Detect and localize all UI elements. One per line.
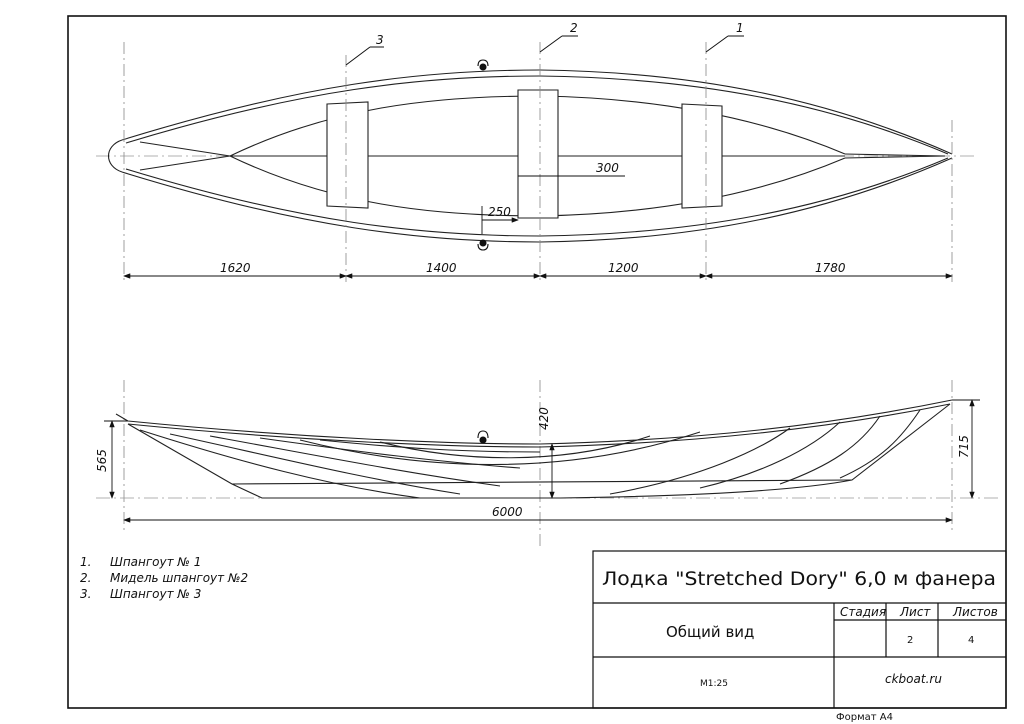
scale-label: М1:25 xyxy=(700,679,728,689)
legend-text: Мидель шпангоут №2 xyxy=(110,571,248,585)
sheets-value: 4 xyxy=(968,635,974,646)
format-label: Формат А4 xyxy=(836,712,893,723)
legend-text: Шпангоут № 1 xyxy=(110,555,201,569)
legend: 1. Шпангоут № 1 2. Мидель шпангоут №2 3.… xyxy=(80,555,248,601)
sheet-value: 2 xyxy=(907,635,913,646)
dim-420: 420 xyxy=(537,407,551,430)
section-markers xyxy=(345,35,744,66)
dim-565: 565 xyxy=(95,449,109,472)
dim-6000: 6000 xyxy=(492,505,523,519)
plan-view xyxy=(96,59,975,251)
oarlock-icon xyxy=(477,59,489,71)
col-sheet: Лист xyxy=(899,605,931,619)
legend-num: 1. xyxy=(80,555,91,569)
legend-num: 2. xyxy=(80,571,91,585)
dim-1780: 1780 xyxy=(815,261,846,275)
section-marker-2: 2 xyxy=(570,21,578,35)
dim-300: 300 xyxy=(596,161,619,175)
title-block xyxy=(592,550,1007,709)
plan-dimension-lines xyxy=(123,175,953,279)
section-marker-1: 1 xyxy=(736,21,744,35)
oarlock-icon xyxy=(477,430,489,444)
section-marker-3: 3 xyxy=(376,33,384,47)
side-dimension-lines xyxy=(104,399,980,523)
dim-715: 715 xyxy=(957,435,971,458)
legend-text: Шпангоут № 3 xyxy=(110,587,201,601)
dim-1200: 1200 xyxy=(608,261,639,275)
col-stage: Стадия xyxy=(840,605,886,619)
dim-1400: 1400 xyxy=(426,261,457,275)
seat-aft xyxy=(326,101,369,209)
dim-250: 250 xyxy=(488,205,511,219)
site-name: ckboat.ru xyxy=(885,672,942,686)
dim-1620: 1620 xyxy=(220,261,251,275)
seat-fwd xyxy=(681,103,723,209)
drawing-title: Лодка "Stretched Dory" 6,0 м фанера xyxy=(602,568,996,590)
legend-num: 3. xyxy=(80,587,91,601)
col-sheets: Листов xyxy=(952,605,998,619)
seat-mid xyxy=(517,89,559,219)
oarlock-icon xyxy=(477,239,489,251)
sheet-frame xyxy=(67,15,1007,709)
view-name: Общий вид xyxy=(666,623,754,641)
